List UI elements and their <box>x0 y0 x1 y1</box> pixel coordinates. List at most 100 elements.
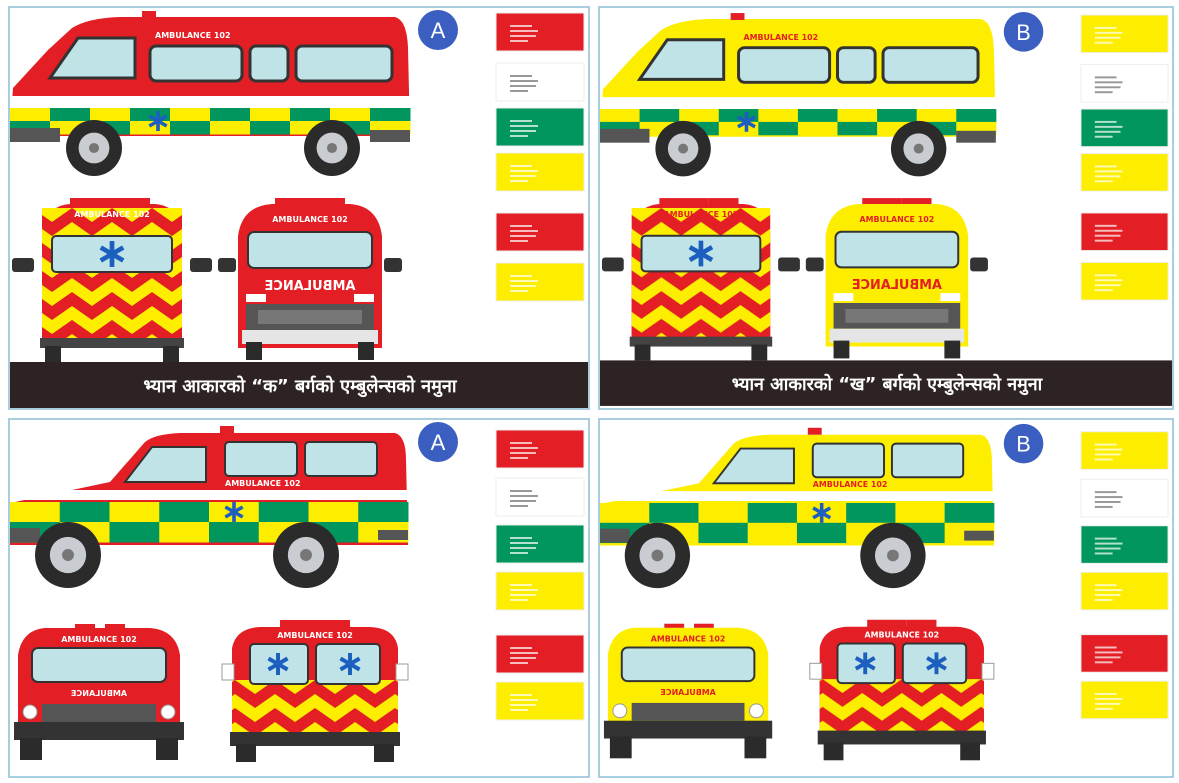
suv-front-view: AMBULANCE 102 AMBULANCE <box>603 623 773 759</box>
color-swatch <box>1080 153 1169 192</box>
checker-tile <box>210 121 251 135</box>
front-roof-label: AMBULANCE 102 <box>61 635 137 644</box>
color-swatch <box>1080 478 1169 518</box>
star-of-life-icon <box>737 112 756 132</box>
color-swatch <box>1080 571 1169 611</box>
caption-bar: भ्यान आकारको “ख” बर्गको एम्बुलेन्सको नमु… <box>600 360 1172 406</box>
rear-roof-label: AMBULANCE 102 <box>864 631 939 640</box>
star-of-life-icon <box>926 652 947 675</box>
suv-front-view: AMBULANCE 102 AMBULANCE <box>14 624 184 760</box>
star-of-life-icon <box>688 240 714 267</box>
checker-tile <box>747 522 798 544</box>
mirrored-ambulance-label: AMBULANCE <box>264 279 355 294</box>
suv-rear-view: AMBULANCE 102 <box>221 620 409 762</box>
checker-tile <box>600 109 641 123</box>
checker-tile <box>209 522 260 543</box>
color-swatch <box>495 524 585 564</box>
suv-side-view: AMBULANCE 102 <box>600 427 995 589</box>
variant-badge-label: B <box>1016 20 1031 45</box>
variant-badge-label: A <box>431 430 446 455</box>
chevron-pattern <box>819 679 984 739</box>
star-of-life-icon <box>339 653 361 675</box>
variant-badge-label: B <box>1016 432 1031 457</box>
color-swatch <box>1080 14 1169 54</box>
front-roof-label: AMBULANCE 102 <box>272 215 348 224</box>
checker-tile <box>170 108 211 122</box>
color-swatch <box>1080 680 1169 720</box>
variant-badge: B <box>1003 12 1044 52</box>
color-swatch <box>495 107 585 147</box>
color-swatch <box>1080 212 1169 252</box>
color-swatch <box>495 571 585 611</box>
variant-badge: A <box>418 10 458 50</box>
checker-tile <box>747 502 798 524</box>
variant-badge: A <box>418 422 458 462</box>
wheel <box>624 522 691 589</box>
color-swatch <box>495 152 585 192</box>
mirrored-ambulance-label: AMBULANCE <box>660 688 715 697</box>
mirrored-ambulance-label: AMBULANCE <box>71 689 127 698</box>
color-swatch <box>1080 634 1169 673</box>
color-swatch <box>495 477 585 517</box>
checker-tile <box>600 502 650 524</box>
color-swatch <box>495 634 585 674</box>
checker-tile <box>797 121 839 136</box>
caption-bar: भ्यान आकारको “क” बर्गको एम्बुलेन्सको नमु… <box>10 362 588 408</box>
van-front-view: AMBULANCE 102 AMBULANCE <box>805 198 988 359</box>
color-swatch <box>495 681 585 721</box>
checker-tile <box>210 108 251 122</box>
roof-label: AMBULANCE 102 <box>155 31 231 40</box>
checker-tile <box>698 502 749 524</box>
checker-tile <box>895 502 946 524</box>
star-of-life-icon <box>148 111 168 131</box>
van-rear-view: AMBULANCE 102 <box>12 198 212 362</box>
van-class-b-panel: AMBULANCE 102 AMBULANCE 102 AMBULANCE 10… <box>598 6 1174 410</box>
color-swatch <box>495 12 585 52</box>
checker-tile <box>10 502 61 523</box>
checker-tile <box>50 108 91 122</box>
rear-roof-label: AMBULANCE 102 <box>74 210 150 219</box>
van-rear-view: AMBULANCE 102 <box>601 198 800 361</box>
checker-tile <box>250 108 291 122</box>
checker-tile <box>109 502 160 523</box>
front-roof-label: AMBULANCE 102 <box>651 635 726 644</box>
checker-tile <box>916 109 957 123</box>
caption: भ्यान आकारको “क” बर्गको एम्बुलेन्सको नमु… <box>143 375 458 398</box>
wheel <box>273 522 339 588</box>
caption: भ्यान आकारको “ख” बर्गको एम्बुलेन्सको नमु… <box>732 373 1044 396</box>
suv-class-a-panel: AMBULANCE 102 AMBULANCE 102 AMBULANCE AM… <box>8 418 590 778</box>
chevron-pattern <box>232 680 398 740</box>
wheel <box>860 522 926 589</box>
checker-tile <box>258 502 309 523</box>
color-swatch <box>495 62 585 102</box>
checker-tile <box>90 108 131 122</box>
van-front-view: AMBULANCE 102 AMBULANCE <box>218 198 402 360</box>
checker-tile <box>758 121 799 136</box>
checker-tile <box>679 109 720 123</box>
checker-tile <box>250 121 291 135</box>
color-swatch <box>1080 525 1169 564</box>
van-class-a-panel: AMBULANCE 102 AMBULANCE 102 AMBULANCE 10… <box>8 6 590 410</box>
checker-tile <box>649 502 699 524</box>
checker-tile <box>698 522 749 544</box>
checker-tile <box>796 522 847 544</box>
star-of-life-icon <box>854 652 876 675</box>
checker-tile <box>956 109 997 123</box>
checker-tile <box>170 121 211 135</box>
variant-badge-label: A <box>431 18 446 43</box>
checker-tile <box>330 108 371 122</box>
mirrored-ambulance-label: AMBULANCE <box>852 278 942 293</box>
checker-tile <box>877 109 918 123</box>
checker-tile <box>370 108 411 122</box>
suv-side-view: AMBULANCE 102 <box>10 426 409 588</box>
star-of-life-icon <box>224 502 244 522</box>
variant-badge: B <box>1003 423 1044 464</box>
van-side-view: AMBULANCE 102 <box>10 11 411 176</box>
front-roof-label: AMBULANCE 102 <box>860 215 935 224</box>
wheel <box>890 120 947 177</box>
rear-roof-label: AMBULANCE 102 <box>277 631 353 640</box>
checker-tile <box>639 109 680 123</box>
checker-tile <box>159 522 210 543</box>
color-swatch <box>1080 64 1169 103</box>
color-swatch <box>1080 431 1169 470</box>
